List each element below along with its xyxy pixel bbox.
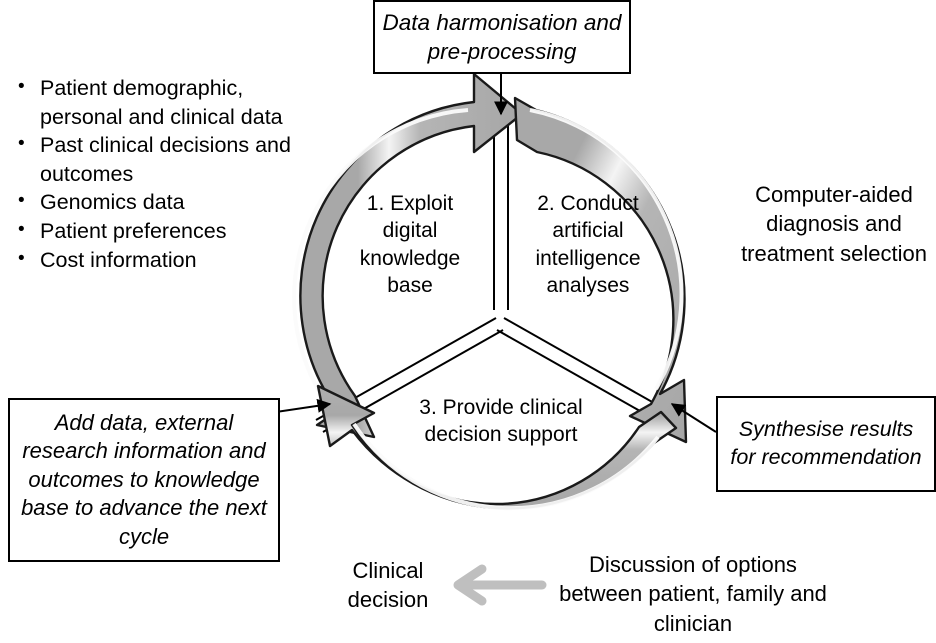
bullet-icon: • [18,247,25,269]
list-item: • Genomics data [8,188,328,217]
bullet-icon: • [18,218,25,240]
bullet-icon: • [18,76,25,97]
label-discussion-of-options: Discussion of options between patient, f… [548,550,838,638]
callout-add-data: Add data, external research information … [8,398,280,562]
sector-label-text: 1. Exploit digital knowledge base [359,192,461,297]
cycle-sector-3: 3. Provide clinical decision support [385,394,617,449]
label-text: Discussion of options between patient, f… [559,552,827,636]
label-clinical-decision: Clinical decision [325,556,451,615]
sector-label-text: 2. Conduct artificial intelligence analy… [535,192,641,297]
sector-label-text: 3. Provide clinical decision support [419,396,583,447]
callout-data-harmonisation: Data harmonisation and pre-processing [373,0,631,74]
list-item: • Patient demographic, personal and clin… [8,74,328,131]
connector-synthesise [670,403,717,433]
list-item-label: Past clinical decisions and outcomes [40,133,291,186]
list-item-label: Cost information [40,247,197,272]
callout-label: Add data, external research information … [21,409,267,549]
callout-synthesise-results: Synthesise results for recommendation [716,396,936,492]
cycle-sector-2: 2. Conduct artificial intelligence analy… [516,190,660,299]
list-item-label: Genomics data [40,190,185,215]
bullet-icon: • [18,133,25,155]
list-item-label: Patient demographic, personal and clinic… [40,76,283,129]
callout-label: Data harmonisation and pre-processing [382,9,622,64]
cycle-arrow-ai [513,96,688,444]
callout-label: Synthesise results for recommendation [730,417,922,469]
cycle-arrow-decision-support [316,384,678,511]
cycle-sector-1: 1. Exploit digital knowledge base [340,190,480,299]
list-item: • Patient preferences [8,217,328,246]
list-item: • Cost information [8,246,328,275]
label-computer-aided-diagnosis: Computer-aided diagnosis and treatment s… [736,180,932,268]
label-text: Computer-aided diagnosis and treatment s… [741,182,927,266]
label-text: Clinical decision [347,558,429,613]
cycle-arrow-exploit [292,72,524,439]
list-item-label: Patient preferences [40,218,227,243]
list-item: • Past clinical decisions and outcomes [8,131,328,188]
bullet-icon: • [18,190,25,212]
clinical-decision-arrow [453,564,547,606]
input-data-list: • Patient demographic, personal and clin… [8,74,328,274]
